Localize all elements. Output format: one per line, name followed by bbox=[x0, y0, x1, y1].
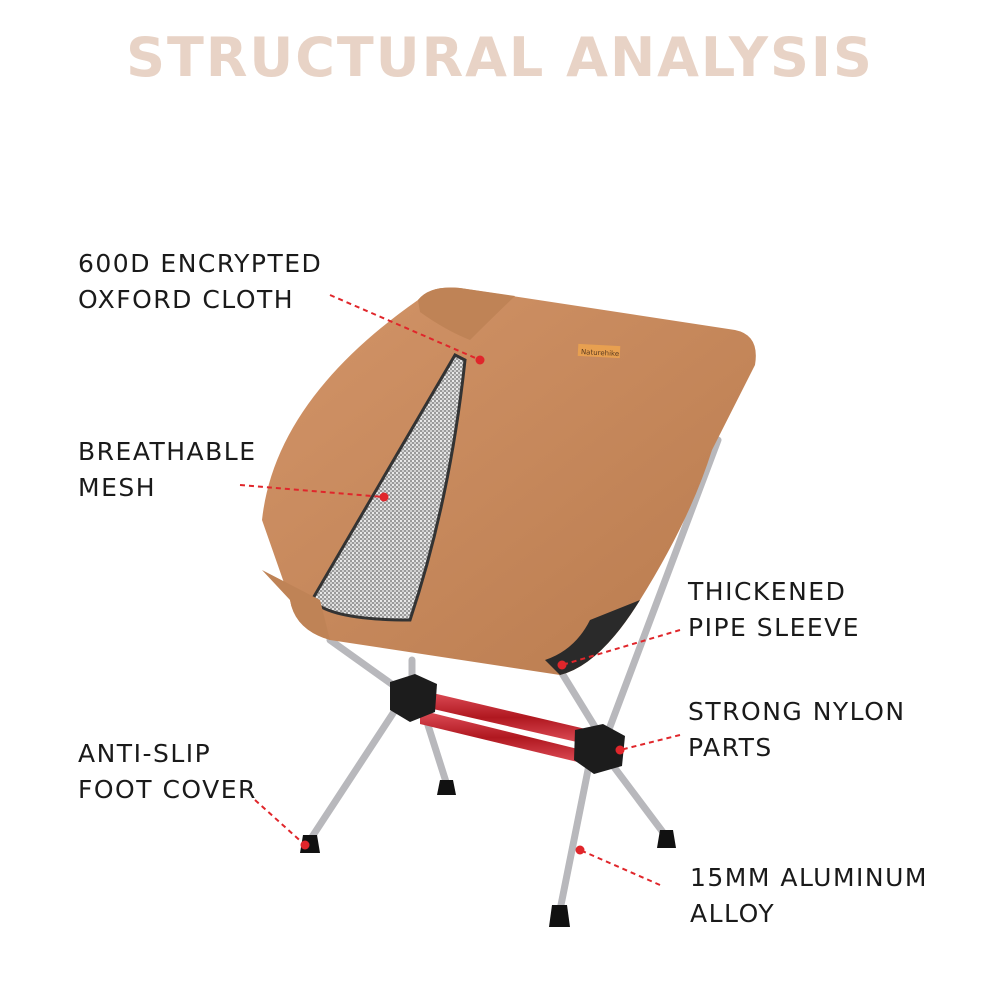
foot-cover bbox=[300, 780, 676, 927]
callout-oxford-cloth: 600D ENCRYPTED OXFORD CLOTH bbox=[78, 249, 323, 314]
nylon-joint bbox=[390, 674, 625, 774]
callout-foot-cover: ANTI-SLIP FOOT COVER bbox=[78, 739, 257, 804]
leader-lines bbox=[239, 294, 681, 886]
svg-text:Naturehike: Naturehike bbox=[581, 348, 620, 358]
callout-pipe-sleeve: THICKENED PIPE SLEEVE bbox=[688, 577, 861, 642]
aluminum-frame bbox=[306, 436, 722, 914]
callout-nylon-parts: STRONG NYLON PARTS bbox=[688, 697, 906, 762]
mesh-panel bbox=[310, 353, 467, 622]
callout-breathable-mesh: BREATHABLE MESH bbox=[78, 437, 257, 502]
page-title: STRUCTURAL ANALYSIS bbox=[126, 26, 874, 89]
brand-logo: Naturehike bbox=[577, 343, 621, 359]
seat-fabric bbox=[262, 287, 756, 675]
callout-aluminum-alloy: 15MM ALUMINUM ALLOY bbox=[690, 863, 928, 928]
red-crossbar bbox=[420, 690, 590, 765]
leader-dots bbox=[300, 355, 625, 855]
